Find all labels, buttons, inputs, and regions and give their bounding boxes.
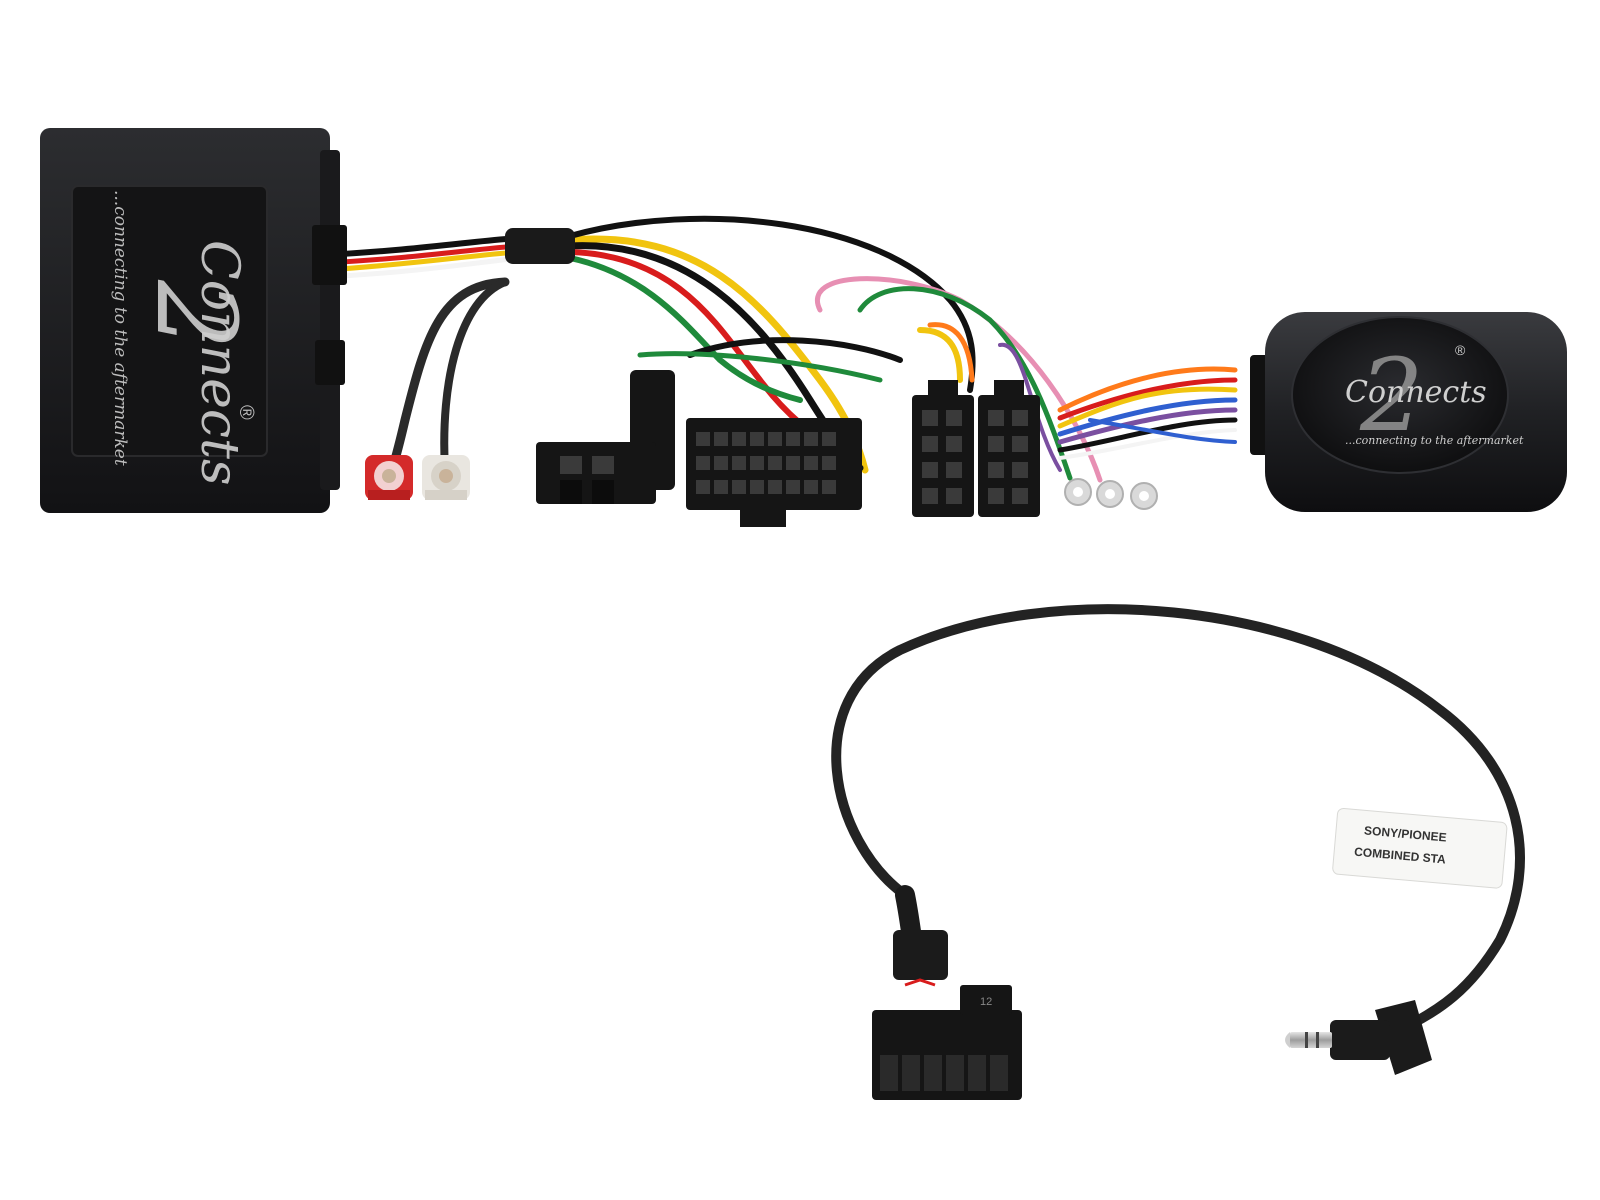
patch-lead-cable: [831, 604, 1525, 1035]
two-pin-connector: [536, 370, 675, 504]
pod-tagline: ...connecting to the aftermarket: [1345, 434, 1524, 447]
wire-black-2: [567, 215, 976, 393]
wire-white-right: [1058, 428, 1237, 460]
plug-marking: 12: [980, 996, 992, 1008]
interface-box: Connects 2 ® ...connecting to the afterm…: [40, 128, 347, 513]
box-tagline: ...connecting to the aftermarket: [110, 190, 130, 466]
heat-shrink-sleeve: [505, 228, 575, 264]
pod-registered-mark: ®: [1455, 342, 1466, 358]
wire-green-3: [857, 286, 1073, 481]
wire-blue-right-2: [1088, 418, 1237, 444]
wire-yellow-main: [322, 249, 523, 273]
wire-harness: [322, 215, 1238, 483]
ring-terminals: [1064, 478, 1158, 510]
twelve-way-plug: 12: [872, 930, 1022, 1100]
stereo-jack-plug: [1285, 1000, 1432, 1075]
interface-box-logo: Connects 2 ® ...connecting to the afterm…: [110, 190, 260, 486]
rca-plug-red: [365, 455, 413, 500]
wire-white-main: [322, 255, 523, 280]
iso-connector-left: [912, 380, 974, 517]
pod-brand-text: Connects: [1345, 375, 1487, 410]
rca-cable-branch: [440, 278, 509, 474]
rca-plug-white: [422, 455, 470, 500]
steering-interface-pod: 2 Connects ® ...connecting to the afterm…: [1250, 312, 1567, 512]
box-brand-text: Connects: [189, 240, 249, 486]
wire-orange-2: [927, 322, 975, 383]
multi-pin-vehicle-connector: [686, 418, 862, 527]
wire-blue-right: [1057, 397, 1238, 437]
wire-green-1: [567, 255, 803, 403]
wire-black-main: [322, 235, 523, 258]
wire-purple-right: [1057, 407, 1238, 445]
iso-connector-right: [978, 380, 1040, 517]
wire-red-right: [1057, 377, 1238, 421]
patch-lead-label-tag: SONY/PIONEE COMBINED STA: [1332, 808, 1508, 889]
wire-black-3: [687, 337, 903, 363]
wire-yellow-right: [1057, 386, 1238, 429]
pod-brand-numeral: 2: [1359, 337, 1424, 454]
wire-green-2: [637, 351, 883, 383]
wire-red-main: [322, 243, 523, 266]
wire-yellow-2: [917, 327, 963, 383]
wire-purple: [998, 342, 1062, 472]
wire-orange-right: [1057, 366, 1238, 413]
box-brand-numeral: 2: [132, 279, 260, 350]
box-registered-mark: ®: [235, 405, 257, 420]
